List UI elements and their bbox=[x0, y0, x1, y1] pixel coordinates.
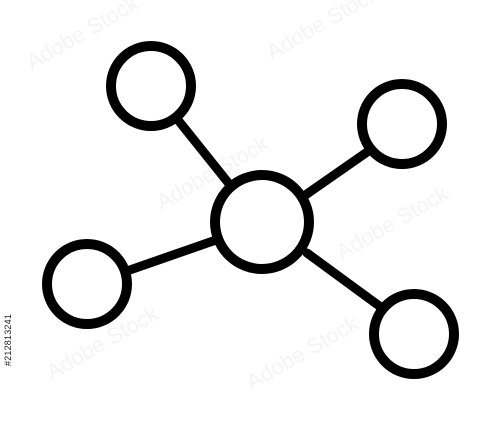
connector-line-bottom-right bbox=[302, 248, 387, 313]
satellite-node-bottom-right bbox=[369, 289, 459, 379]
satellite-node-top-right bbox=[357, 79, 447, 169]
connector-line-top-left bbox=[173, 115, 239, 195]
stock-id-label: #212813241 bbox=[3, 313, 13, 367]
satellite-node-left bbox=[42, 239, 132, 329]
satellite-node-top-left bbox=[106, 41, 196, 131]
nodes bbox=[42, 41, 459, 379]
connector-line-left bbox=[119, 235, 221, 277]
connector-lines bbox=[119, 115, 387, 313]
hub-node bbox=[210, 170, 314, 274]
connector-line-top-right bbox=[299, 145, 375, 201]
